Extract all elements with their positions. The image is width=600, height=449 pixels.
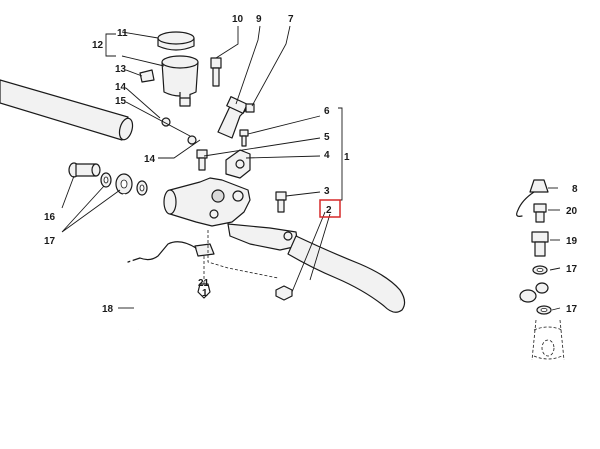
- callout-21-sub: 1: [202, 288, 208, 299]
- hose-clamp-lower: [187, 135, 197, 145]
- callout-16: 16: [44, 212, 56, 223]
- callout-3: 3: [324, 186, 330, 197]
- callout-21: 21: [198, 278, 210, 289]
- bracket-9: [217, 96, 248, 139]
- screw-7: [245, 103, 255, 113]
- nut-2: [275, 285, 293, 301]
- switch-21: [127, 241, 215, 299]
- callout-10: 10: [232, 14, 244, 25]
- callout-17-left: 17: [44, 236, 56, 247]
- slave-fitting: [519, 282, 565, 361]
- clamp-4: [225, 149, 251, 179]
- handlebar: [0, 79, 134, 141]
- callout-labels: 11 12 10 9 7 13 14 15 6 5 14 4 1 3 2 16 …: [44, 14, 578, 315]
- bleeder-cap-8: [516, 179, 549, 217]
- screw-10: [210, 57, 222, 87]
- washer-17-right-a: [532, 265, 548, 275]
- reservoir-cap: [157, 31, 195, 51]
- callout-2: 2: [326, 205, 332, 216]
- callout-8: 8: [572, 184, 578, 195]
- screw-3: [275, 191, 287, 213]
- callout-15: 15: [115, 96, 127, 107]
- callout-18: 18: [102, 304, 114, 315]
- lever-pivot: [227, 223, 299, 251]
- callout-12: 12: [92, 40, 104, 51]
- callout-9: 9: [256, 14, 262, 25]
- callout-14-lower: 14: [144, 154, 156, 165]
- washer-17-left-a: [100, 172, 112, 188]
- bolt-6: [239, 129, 249, 147]
- callout-13: 13: [115, 64, 127, 75]
- callout-5: 5: [324, 132, 330, 143]
- banjo-bolt-19: [531, 231, 549, 257]
- callout-1: 1: [344, 152, 350, 163]
- banjo-bolt-16: [68, 162, 101, 178]
- leader-lines: [61, 25, 561, 311]
- callout-2-highlight: [319, 199, 341, 218]
- callout-7: 7: [288, 14, 294, 25]
- bleeder-valve-20: [533, 203, 547, 223]
- clip-13: [139, 69, 155, 83]
- callout-14-upper: 14: [115, 82, 127, 93]
- callout-6: 6: [324, 106, 330, 117]
- master-cylinder: [163, 177, 251, 227]
- callout-11: 11: [117, 28, 128, 39]
- callout-17-right-upper: 17: [566, 264, 578, 275]
- hose-15: [163, 122, 203, 145]
- clutch-lever: [287, 235, 406, 313]
- washer-17-left-b: [136, 180, 148, 196]
- callout-19: 19: [566, 236, 578, 247]
- clutch-hose-18: [122, 193, 521, 423]
- callout-17-right-lower: 17: [566, 304, 578, 315]
- callout-4: 4: [324, 150, 330, 161]
- banjo-fitting-5: [196, 149, 208, 171]
- washer-17-right-b: [536, 305, 552, 315]
- callout-20: 20: [566, 206, 578, 217]
- reservoir-body: [161, 55, 199, 107]
